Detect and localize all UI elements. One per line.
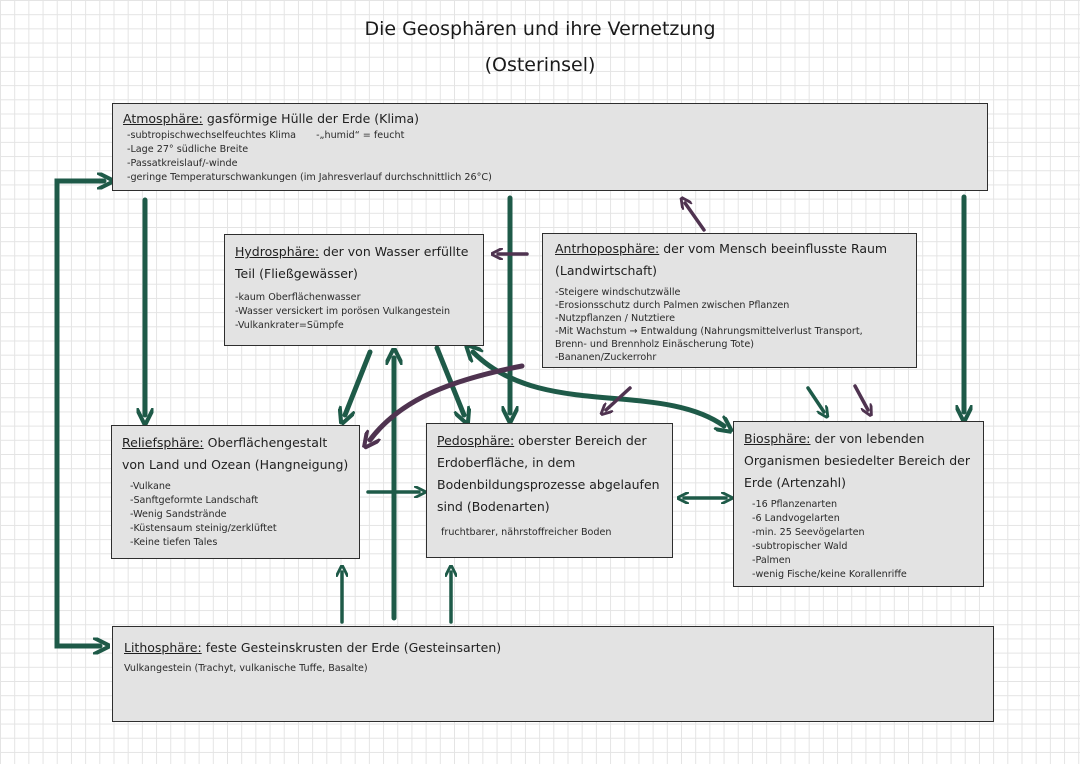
anthroposphere-item: Brenn- und Brennholz Einäscherung Tote)	[555, 339, 754, 350]
arrow-hydro-bio-curve	[473, 352, 724, 426]
hydrosphere-box: Hydrosphäre: der von Wasser erfüllte Tei…	[224, 234, 484, 346]
biosphere-item: -16 Pflanzenarten	[752, 499, 838, 510]
atmosphere-item: -Passatkreislauf/-winde	[127, 158, 238, 169]
anthroposphere-item: -Erosionsschutz durch Palmen zwischen Pf…	[555, 300, 790, 311]
atmosphere-name: Atmosphäre:	[123, 111, 203, 126]
anthroposphere-desc: der vom Mensch beeinflusste Raum (Landwi…	[555, 241, 888, 278]
hydrosphere-desc: der von Wasser erfüllte Teil (Fließgewäs…	[235, 244, 469, 281]
biosphere-item: -wenig Fische/keine Korallenriffe	[752, 569, 907, 580]
biosphere-item: -6 Landvogelarten	[752, 513, 840, 524]
atmosphere-desc: gasförmige Hülle der Erde (Klima)	[206, 111, 419, 126]
anthroposphere-item: -Nutzpflanzen / Nutztiere	[555, 313, 675, 324]
reliefsphere-item: -Vulkane	[130, 481, 171, 492]
reliefsphere-item: -Küstensaum steinig/zerklüftet	[130, 523, 277, 534]
arrow-anthro-relief-curve	[370, 363, 525, 440]
anthroposphere-item: -Mit Wachstum → Entwaldung (Nahrungsmitt…	[555, 326, 863, 337]
arrow-litho-atmo-loop	[54, 181, 104, 646]
arrow-anthro-pedo	[606, 386, 632, 410]
biosphere-item: -Palmen	[752, 555, 791, 566]
pedosphere-item: fruchtbarer, nährstoffreicher Boden	[441, 527, 612, 538]
arrow-anthro-bio-green	[806, 386, 824, 412]
lithosphere-box: Lithosphäre: feste Gesteinskrusten der E…	[112, 626, 994, 722]
diagram-title: Die Geosphären und ihre Vernetzung	[364, 18, 716, 40]
reliefsphere-name: Reliefsphäre:	[122, 435, 204, 450]
biosphere-item: -subtropischer Wald	[752, 541, 848, 552]
pedosphere-name: Pedosphäre:	[437, 433, 515, 448]
atmosphere-item: -geringe Temperaturschwankungen (im Jahr…	[127, 172, 492, 183]
biosphere-box: Biosphäre: der von lebenden Organismen b…	[733, 421, 984, 587]
arrow-anthro-atmo	[685, 203, 706, 232]
arrow-hydro-relief	[345, 349, 373, 415]
anthroposphere-item: -Bananen/Zuckerrohr	[555, 352, 657, 363]
diagram-subtitle: (Osterinsel)	[484, 54, 596, 76]
biosphere-name: Biosphäre:	[744, 431, 811, 446]
lithosphere-name: Lithosphäre:	[124, 640, 202, 655]
pedosphere-desc: oberster Bereich der Erdoberfläche, in d…	[437, 433, 660, 514]
reliefsphere-item: -Keine tiefen Tales	[130, 537, 218, 548]
anthroposphere-name: Antrhoposphäre:	[555, 241, 660, 256]
hydrosphere-item: -Vulkankrater=Sümpfe	[235, 320, 344, 331]
lithosphere-item: Vulkangestein (Trachyt, vulkanische Tuff…	[124, 663, 368, 674]
atmosphere-item: -subtropischwechselfeuchtes Klima	[127, 130, 297, 141]
biosphere-item: -min. 25 Seevögelarten	[752, 527, 865, 538]
biosphere-desc: der von lebenden Organismen besiedelter …	[744, 431, 970, 490]
atmosphere-box: Atmosphäre: gasförmige Hülle der Erde (K…	[112, 103, 988, 191]
reliefsphere-desc: Oberflächengestalt von Land und Ozean (H…	[122, 435, 349, 472]
hydrosphere-item: -kaum Oberflächenwasser	[235, 292, 361, 303]
anthroposphere-box: Antrhoposphäre: der vom Mensch beeinflus…	[542, 233, 917, 368]
reliefsphere-item: -Sanftgeformte Landschaft	[130, 495, 259, 506]
reliefsphere-box: Reliefsphäre: Oberflächengestalt von Lan…	[111, 425, 360, 559]
atmosphere-item: -„humid“ = feucht	[316, 130, 405, 141]
pedosphere-box: Pedosphäre: oberster Bereich der Erdober…	[426, 423, 673, 558]
atmosphere-item: -Lage 27° südliche Breite	[127, 144, 249, 155]
reliefsphere-item: -Wenig Sandstrände	[130, 509, 227, 520]
arrow-hydro-pedo	[434, 345, 464, 415]
hydrosphere-name: Hydrosphäre:	[235, 244, 320, 259]
anthroposphere-item: -Steigere windschutzwälle	[555, 287, 681, 298]
lithosphere-desc: feste Gesteinskrusten der Erde (Gesteins…	[205, 640, 502, 655]
hydrosphere-item: -Wasser versickert im porösen Vulkangest…	[235, 306, 451, 317]
arrow-anthro-bio	[853, 384, 868, 410]
